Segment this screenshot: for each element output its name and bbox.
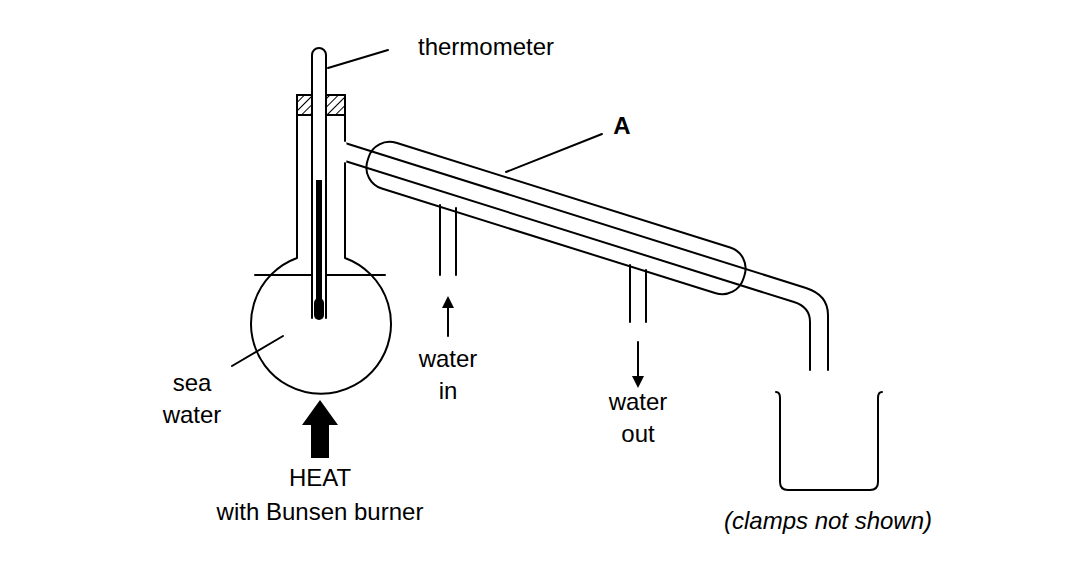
flow-label: water out <box>609 386 668 450</box>
arrow-head <box>632 376 644 388</box>
part-label: thermometer <box>418 31 554 63</box>
heat-label: HEAT <box>289 462 351 494</box>
arrow-head <box>442 296 454 308</box>
water-inlet-pipe <box>440 205 456 275</box>
flow-arrow <box>637 342 639 378</box>
beaker <box>776 392 882 490</box>
part-label: sea water <box>163 367 222 431</box>
flow-label: water in <box>419 343 478 407</box>
leader-line <box>232 336 283 366</box>
heat-arrow <box>302 400 338 458</box>
heat-label: with Bunsen burner <box>217 496 424 528</box>
flow-arrow <box>447 306 449 336</box>
delivery-tube <box>345 143 828 370</box>
note: (clamps not shown) <box>724 505 932 537</box>
water-outlet-pipe <box>630 265 646 322</box>
condenser-jacket <box>361 136 751 300</box>
leader-line <box>506 134 602 172</box>
delivery-tube <box>345 161 810 370</box>
thermometer <box>312 48 326 318</box>
part-letter: A <box>613 110 630 142</box>
leader-line <box>328 50 388 68</box>
